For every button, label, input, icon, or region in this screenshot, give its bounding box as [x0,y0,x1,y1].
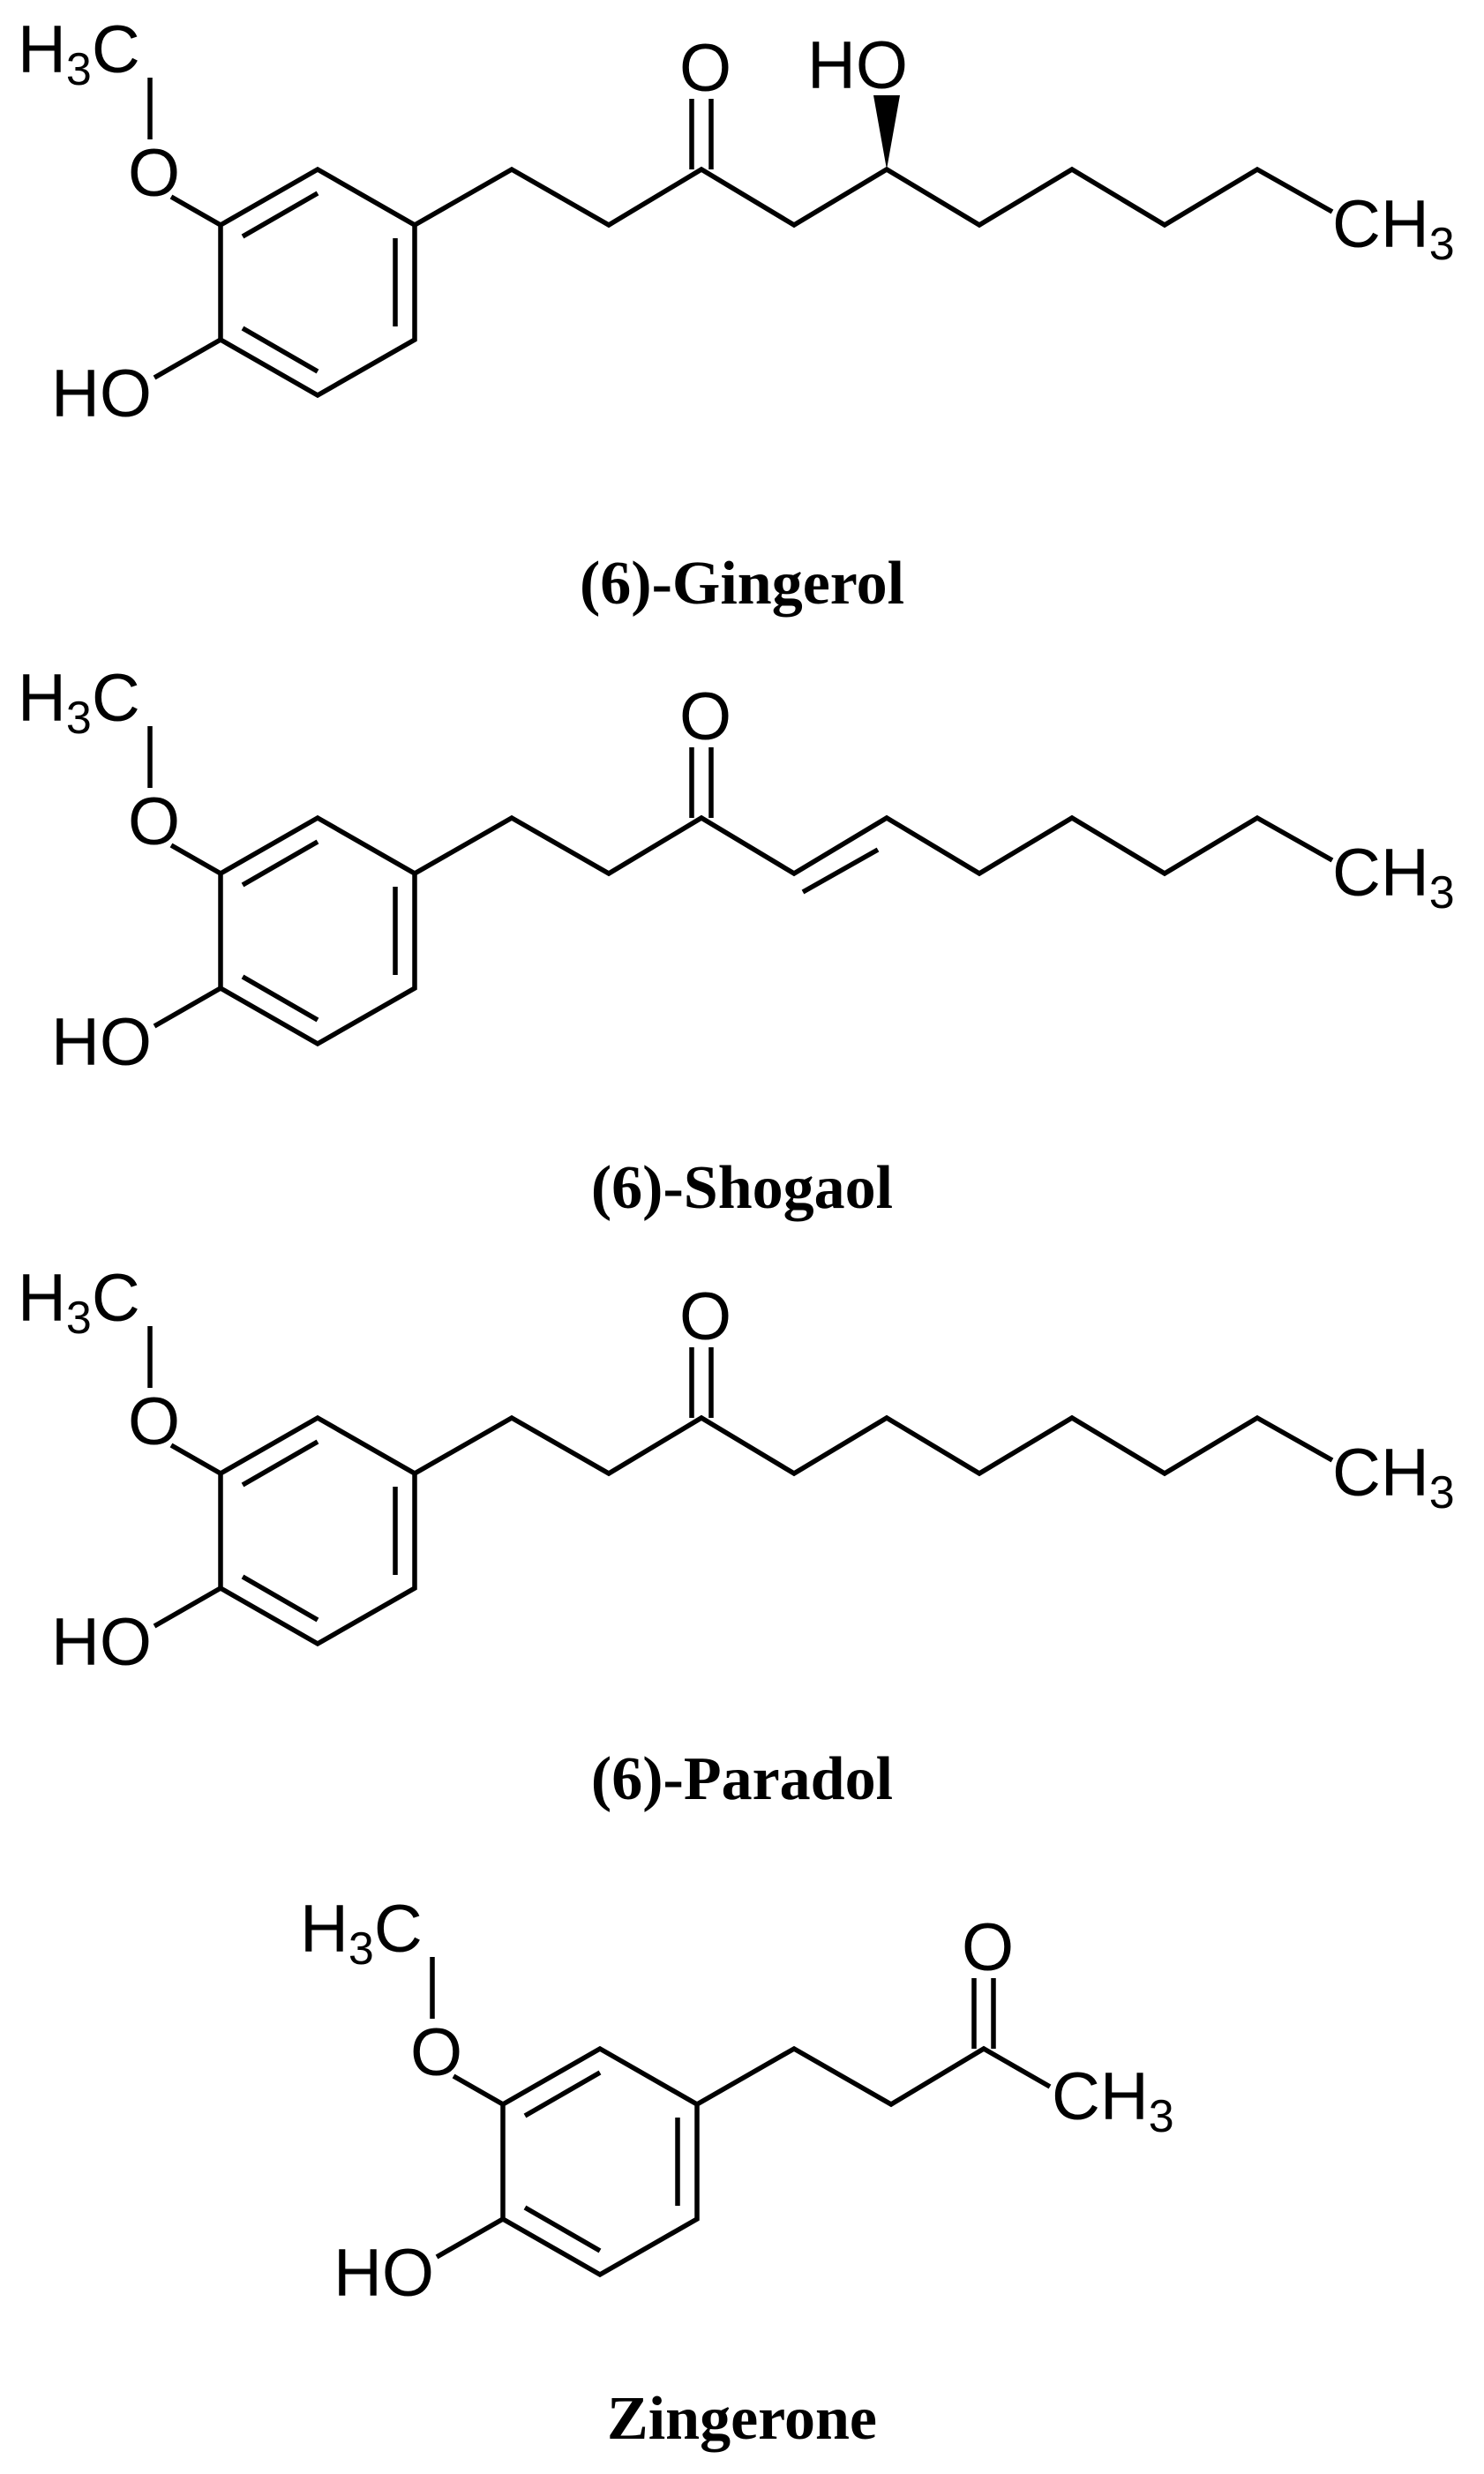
gingerol-ether-o-label: O [128,136,180,211]
paradol-title: (6)-Paradol [591,1745,893,1813]
paradol-terminal-methyl-label: CH3 [1332,1436,1455,1518]
zingerone-title: Zingerone [607,2385,877,2453]
gingerol-phenol-label: HO [51,356,152,431]
shogaol-ether-o-label: O [128,784,180,859]
zingerone-methyl-label: H3C [300,1892,423,1975]
gingerol-ketone-o-label: O [679,31,731,106]
molecule-paradol: H3C O HO O CH3 (6)-Paradol [18,1261,1455,1813]
paradol-ether-o-label: O [128,1384,180,1459]
zingerone-terminal-methyl-label: CH3 [1052,2059,1174,2142]
shogaol-bonds [147,726,1334,1047]
zingerone-ether-o-label: O [410,2015,462,2090]
gingerol-bonds [147,78,1334,399]
shogaol-methyl-label: H3C [18,661,140,744]
molecule-gingerol: H3C O HO O HO CH3 (6)-Gingerol [18,12,1455,618]
zingerone-bonds [430,1957,1052,2278]
gingerol-title: (6)-Gingerol [580,550,904,618]
gingerol-stereo-wedge [873,95,900,169]
molecule-zingerone: H3C O HO O CH3 Zingerone [300,1892,1174,2453]
gingerol-methyl-label: H3C [18,12,140,95]
paradol-phenol-label: HO [51,1605,152,1680]
zingerone-ketone-o-label: O [962,1910,1014,1985]
paradol-ketone-o-label: O [679,1279,731,1354]
gingerol-hydroxyl-label: HO [807,28,908,103]
shogaol-terminal-methyl-label: CH3 [1332,836,1455,918]
shogaol-ketone-o-label: O [679,679,731,754]
shogaol-phenol-label: HO [51,1005,152,1080]
paradol-bonds [147,1326,1334,1647]
shogaol-title: (6)-Shogaol [591,1154,893,1222]
molecule-shogaol: H3C O HO O CH3 (6)-Shogaol [18,661,1455,1222]
zingerone-phenol-label: HO [334,2236,434,2311]
paradol-methyl-label: H3C [18,1261,140,1344]
gingerol-terminal-methyl-label: CH3 [1332,187,1455,270]
